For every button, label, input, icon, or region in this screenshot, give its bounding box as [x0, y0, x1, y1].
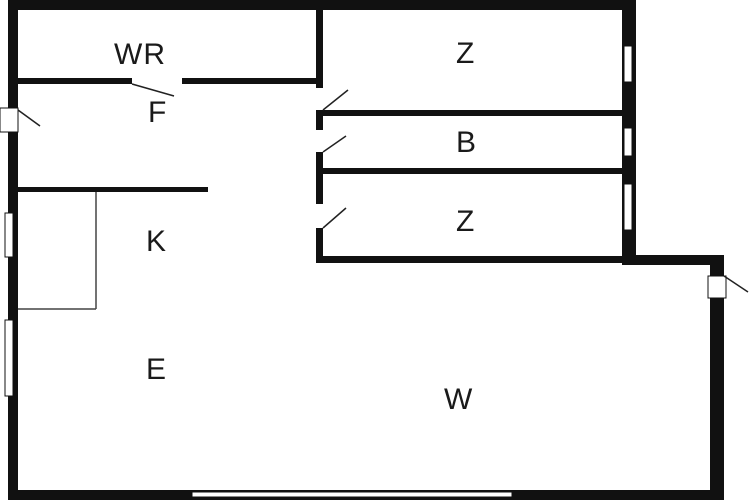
window-bottom — [191, 491, 513, 498]
window-right-2 — [623, 127, 633, 157]
interior-walls — [18, 0, 626, 263]
wall-right-lower — [710, 255, 724, 500]
wall-center-v2 — [316, 110, 323, 130]
wall-z-b — [316, 110, 626, 116]
room-label-z-bottom: Z — [456, 205, 475, 238]
door-swing-b — [322, 135, 347, 153]
room-label-e: E — [146, 353, 167, 386]
room-label-f: F — [148, 96, 167, 129]
door-swing-entry — [17, 109, 41, 127]
door-swings — [17, 83, 749, 293]
door-swing-wr — [131, 83, 175, 97]
room-label-wr: WR — [114, 38, 166, 71]
wall-wr-bottom-right — [182, 78, 322, 84]
wall-z-living — [316, 256, 626, 263]
kitchen-counter — [18, 192, 97, 310]
wall-b-z — [316, 168, 626, 174]
wall-center-v1 — [316, 0, 323, 88]
window-left-1 — [0, 107, 19, 133]
wall-k-top — [18, 187, 208, 192]
window-right-4 — [707, 275, 727, 299]
window-left-2 — [4, 212, 14, 258]
door-swing-z-top — [322, 89, 349, 111]
windows — [0, 45, 727, 498]
window-right-3 — [623, 183, 633, 231]
wall-center-v3 — [316, 152, 323, 204]
room-label-k: K — [146, 225, 167, 258]
wall-center-v4 — [316, 228, 323, 262]
door-swing-z-bottom — [322, 207, 347, 229]
window-right-1 — [623, 45, 633, 83]
room-label-z-top: Z — [456, 37, 475, 70]
window-left-3 — [4, 319, 14, 397]
wall-wr-bottom-left — [18, 78, 132, 84]
room-label-b: B — [456, 126, 477, 159]
wall-step — [622, 255, 724, 265]
door-swing-balcony — [723, 275, 749, 293]
room-label-w: W — [444, 383, 473, 416]
